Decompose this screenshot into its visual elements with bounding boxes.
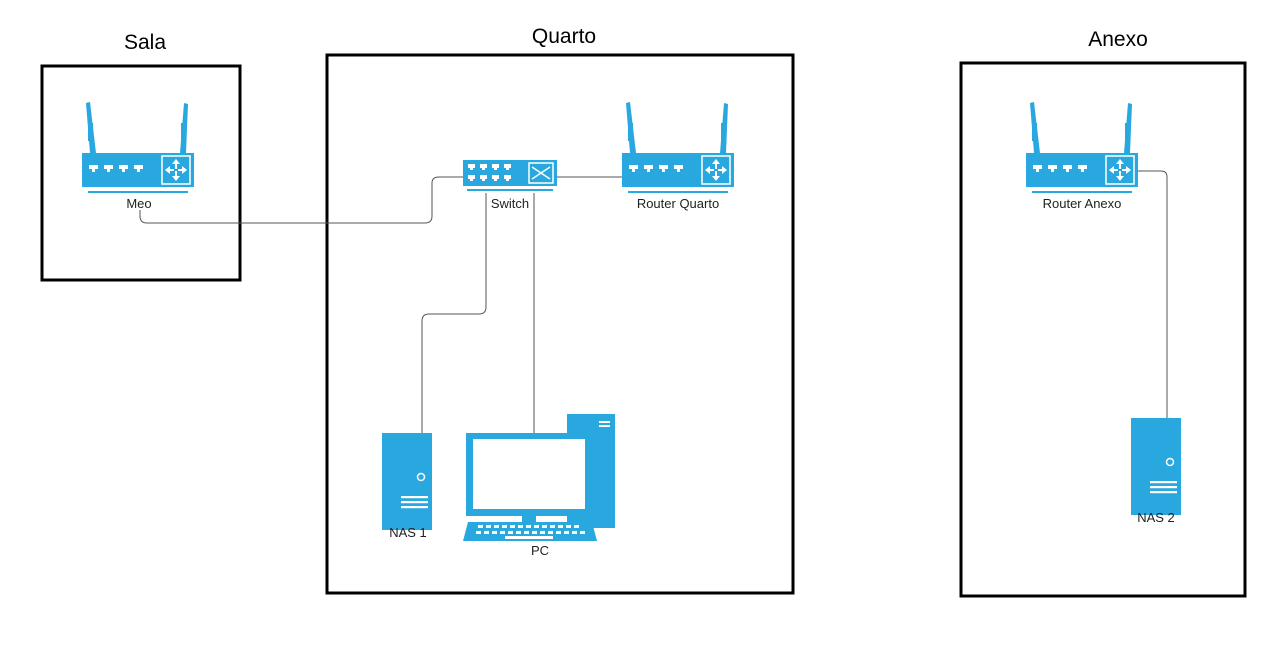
router-anexo: Router Anexo [1025,101,1139,211]
nas-2: NAS 2 [1130,417,1182,525]
router-icon [1025,101,1139,194]
router-quarto: Router Quarto [621,101,735,211]
device-label-meo: Meo [126,196,151,211]
device-label-nas2: NAS 2 [1137,510,1175,525]
desktop-pc: PC [463,414,615,558]
nas-1: NAS 1 [381,432,433,540]
cables [139,170,1168,433]
router-icon [621,101,735,194]
room-title-sala: Sala [124,31,166,54]
switch-icon [462,159,558,192]
cable-switch-nas1 [421,193,487,433]
room-quarto: Quarto [325,25,795,595]
device-label-switch: Switch [491,196,529,211]
room-anexo: Anexo [959,28,1247,598]
device-label-nas1: NAS 1 [389,525,427,540]
device-label-router-anexo: Router Anexo [1043,196,1122,211]
server-icon [381,432,433,531]
room-sala: Sala [40,31,242,282]
cable-meo-switch [139,176,463,224]
desktop-pc-icon [463,414,615,541]
device-label-pc: PC [531,543,549,558]
device-label-router-quarto: Router Quarto [637,196,719,211]
cable-router-anexo-nas2 [1138,170,1168,418]
router-icon [81,101,195,194]
server-icon [1130,417,1182,516]
router-meo: Meo [81,101,195,211]
room-title-quarto: Quarto [532,25,596,48]
room-title-anexo: Anexo [1088,28,1148,51]
network-switch: Switch [462,159,558,211]
